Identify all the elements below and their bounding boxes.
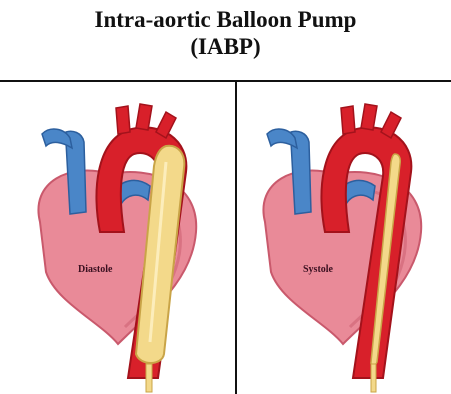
aortic-branch-2: [136, 104, 152, 130]
diastole-illustration: [0, 82, 235, 394]
aortic-branch-1: [116, 106, 130, 134]
catheter: [371, 364, 376, 392]
systole-illustration: [237, 82, 451, 394]
systole-label: Systole: [303, 264, 333, 275]
aortic-branch-2: [361, 104, 377, 130]
panel-systole: Systole: [237, 82, 451, 394]
aortic-branch-3: [381, 112, 401, 138]
title-line-2: (IABP): [0, 33, 451, 60]
catheter: [146, 364, 152, 392]
panel-diastole: Diastole: [0, 82, 235, 394]
aortic-branch-3: [156, 112, 176, 138]
diagram-title: Intra-aortic Balloon Pump (IABP): [0, 6, 451, 60]
title-line-1: Intra-aortic Balloon Pump: [0, 6, 451, 33]
aortic-branch-1: [341, 106, 355, 134]
diastole-label: Diastole: [78, 264, 112, 275]
